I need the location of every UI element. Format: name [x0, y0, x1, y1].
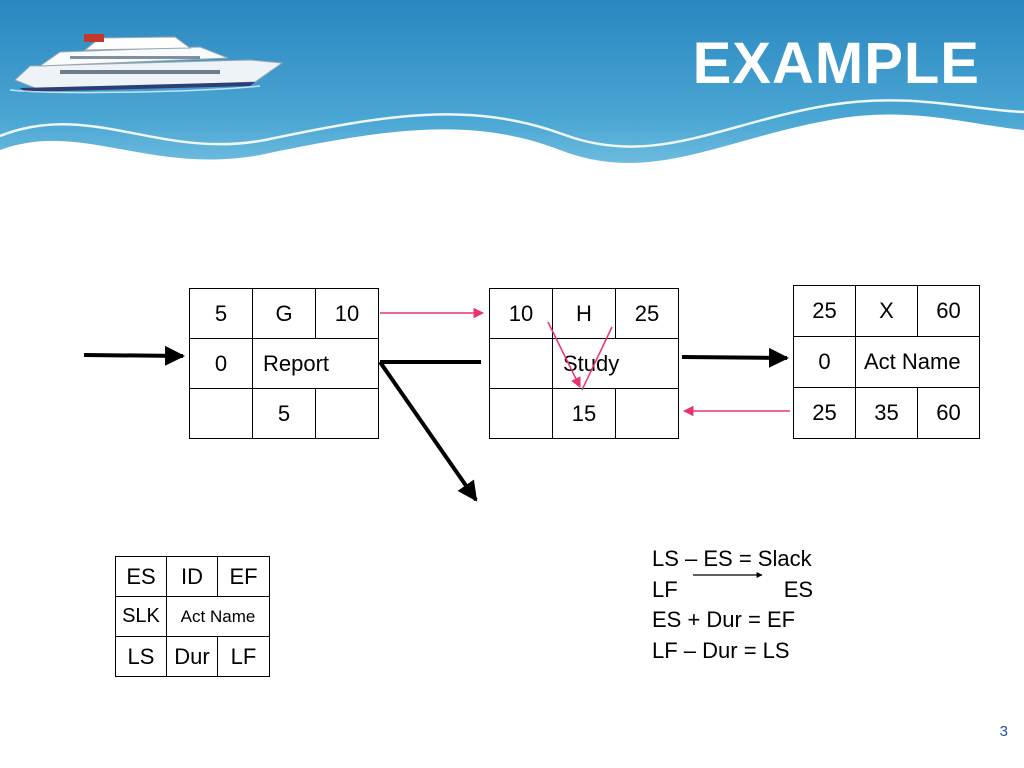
sea-banner [0, 0, 1024, 200]
node-x-dur: 35 [855, 387, 918, 439]
node-h-dur: 15 [552, 388, 616, 439]
node-h-id: H [552, 288, 616, 339]
node-g-ls [189, 388, 253, 439]
node-g-id: G [252, 288, 316, 339]
formula-lf-es: LF ES [652, 575, 813, 606]
legend-ls: LS [115, 636, 167, 677]
formula-ef: ES + Dur = EF [652, 607, 796, 632]
node-g-dur: 5 [252, 388, 316, 439]
legend-es: ES [115, 556, 167, 597]
node-g-ef: 10 [315, 288, 379, 339]
legend-lf: LF [217, 636, 270, 677]
formula-ls: LF – Dur = LS [652, 637, 790, 663]
node-x-ls: 25 [793, 387, 856, 439]
node-x-ef: 60 [917, 285, 980, 337]
ferry-image [9, 34, 284, 94]
activity-node-x: 25 X 60 0 Act Name 25 35 60 [793, 285, 980, 439]
node-x-lf: 60 [917, 387, 980, 439]
node-g-name: Report [252, 338, 379, 389]
activity-node-h: 10 H 25 Study 15 [489, 288, 679, 439]
legend-slack: SLK [115, 596, 167, 637]
legend-dur: Dur [166, 636, 218, 677]
node-x-name: Act Name [855, 336, 980, 388]
formula-es-label: ES [783, 576, 814, 602]
legend-id: ID [166, 556, 218, 597]
formula-lf-label: LF [652, 576, 678, 602]
slide-title: EXAMPLE [692, 31, 980, 96]
node-h-ls [489, 388, 553, 439]
node-x-slack: 0 [793, 336, 856, 388]
node-h-ef: 25 [615, 288, 679, 339]
incoming-arrow-g [83, 345, 185, 366]
node-g-lf [315, 388, 379, 439]
outgoing-arrow-g [378, 360, 478, 502]
node-x-es: 25 [793, 285, 856, 337]
formula-list: LS – ES = Slack LF ES ES + Dur = EF LF – … [652, 544, 813, 666]
legend-ef: EF [217, 556, 270, 597]
page-number: 3 [999, 723, 1008, 740]
activity-node-g: 5 G 10 0 Report 5 [189, 288, 379, 439]
node-h-name: Study [552, 338, 679, 389]
node-g-es: 5 [189, 288, 253, 339]
node-g-slack: 0 [189, 338, 253, 389]
legend-node: ES ID EF SLK Act Name LS Dur LF [115, 556, 270, 677]
formula-slack: LS – ES = Slack [652, 546, 812, 571]
node-h-es: 10 [489, 288, 553, 339]
node-h-slack [489, 338, 553, 389]
node-x-id: X [855, 285, 918, 337]
arrow-h-to-x [681, 347, 789, 368]
node-h-lf [615, 388, 679, 439]
legend-name: Act Name [166, 596, 270, 637]
